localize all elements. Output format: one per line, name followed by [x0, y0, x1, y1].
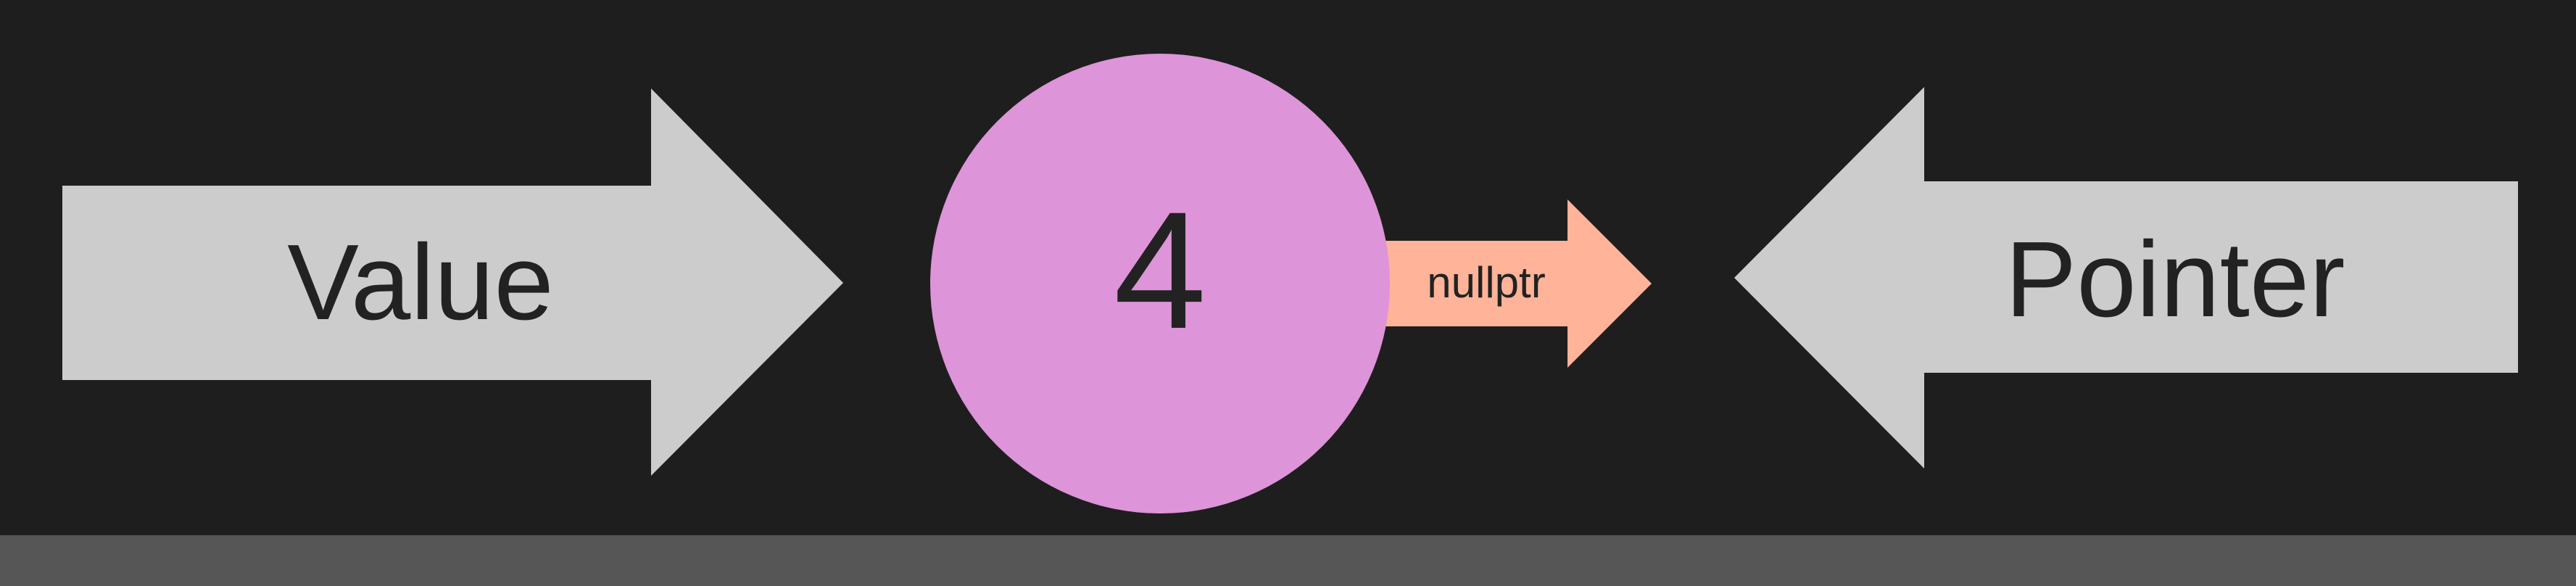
pointer-arrow-icon	[1734, 87, 2518, 469]
pointer-arrow-label: Pointer	[2005, 220, 2345, 339]
node-circle	[930, 54, 1390, 513]
node-value: 4	[1114, 177, 1206, 363]
bottom-bar	[0, 535, 2576, 586]
next-pointer-arrow-icon	[1378, 199, 1652, 368]
value-arrow-icon	[62, 88, 843, 476]
next-pointer-label: nullptr	[1427, 258, 1545, 307]
value-arrow-label: Value	[287, 223, 554, 342]
